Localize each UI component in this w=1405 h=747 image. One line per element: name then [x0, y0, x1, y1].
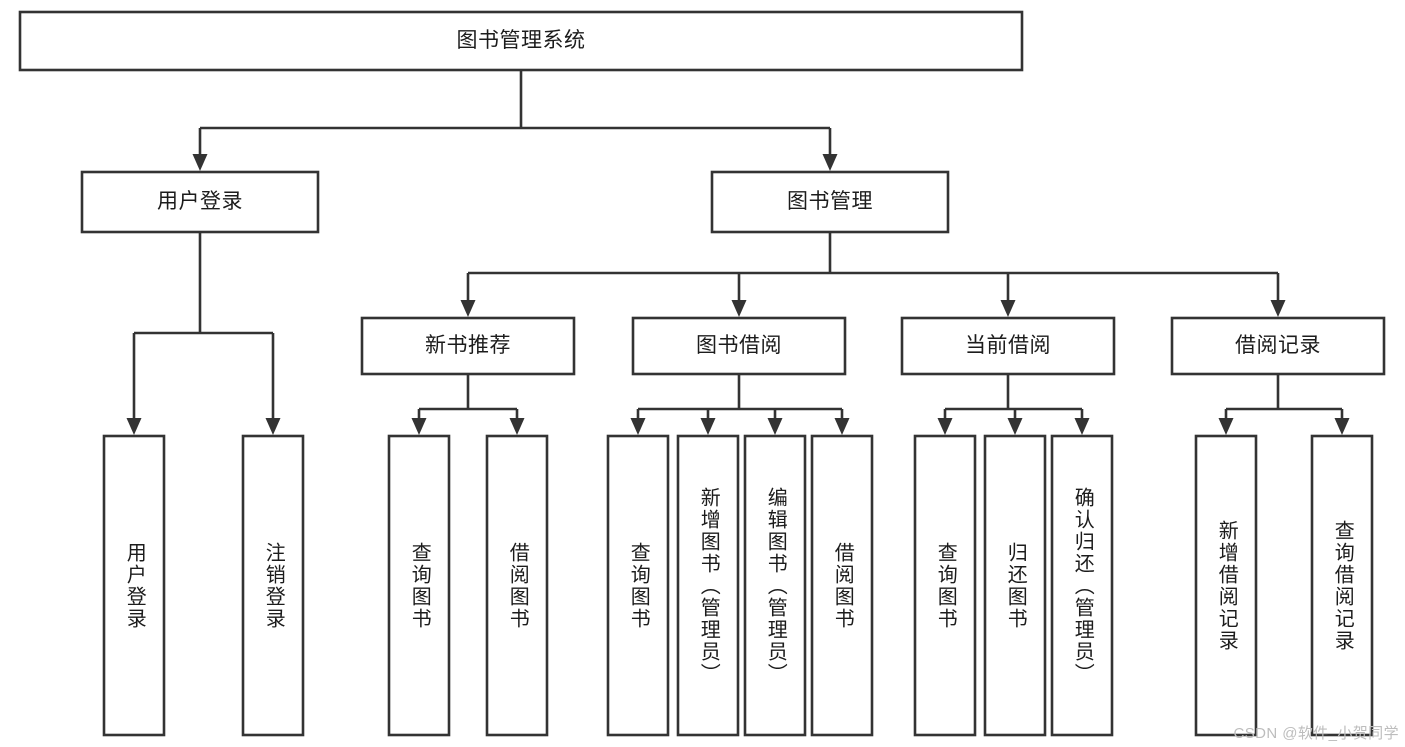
node-box-leaf-query-book-2[interactable] [606, 434, 670, 737]
node-box-leaf-add-book[interactable] [676, 434, 740, 737]
node-box-book-borrow[interactable] [631, 316, 847, 376]
node-box-layer [18, 10, 1386, 737]
arrow-head-icon [460, 300, 476, 317]
node-box-leaf-confirm-return[interactable] [1050, 434, 1114, 737]
arrow-head-icon [937, 418, 953, 435]
node-box-leaf-query-book-1[interactable] [387, 434, 451, 737]
arrow-head-icon [411, 418, 427, 435]
arrow-head-icon [192, 154, 208, 171]
node-box-user-login[interactable] [80, 170, 320, 234]
arrow-head-icon [731, 300, 747, 317]
connector-group-book-borrow [630, 374, 850, 435]
arrow-head-icon [126, 418, 142, 435]
connector-group-root [192, 70, 838, 171]
arrow-head-icon [265, 418, 281, 435]
node-box-leaf-return-book[interactable] [983, 434, 1047, 737]
node-box-current-borrow[interactable] [900, 316, 1116, 376]
arrow-head-icon [630, 418, 646, 435]
node-box-leaf-borrow-book-2[interactable] [810, 434, 874, 737]
arrow-head-icon [1270, 300, 1286, 317]
connector-group-user-login [126, 232, 281, 435]
connector-group-borrow-record [1218, 374, 1350, 435]
connector-group-new-book-rec [411, 374, 525, 435]
node-box-leaf-add-record[interactable] [1194, 434, 1258, 737]
arrow-head-icon [509, 418, 525, 435]
arrow-head-icon [1218, 418, 1234, 435]
connector-group-book-manage [460, 232, 1286, 317]
arrow-head-icon [1074, 418, 1090, 435]
arrow-head-icon [834, 418, 850, 435]
arrow-head-icon [700, 418, 716, 435]
node-box-root[interactable] [18, 10, 1024, 72]
arrow-head-icon [767, 418, 783, 435]
arrow-head-icon [1000, 300, 1016, 317]
node-box-book-manage[interactable] [710, 170, 950, 234]
arrow-head-icon [822, 154, 838, 171]
connector-group-current-borrow [937, 374, 1090, 435]
node-box-leaf-edit-book[interactable] [743, 434, 807, 737]
arrow-head-icon [1007, 418, 1023, 435]
node-box-leaf-borrow-book-1[interactable] [485, 434, 549, 737]
node-box-leaf-user-login[interactable] [102, 434, 166, 737]
arrow-head-icon [1334, 418, 1350, 435]
node-box-leaf-query-record[interactable] [1310, 434, 1374, 737]
node-box-leaf-user-logout[interactable] [241, 434, 305, 737]
node-box-new-book-rec[interactable] [360, 316, 576, 376]
connector-layer [126, 70, 1350, 435]
node-box-leaf-query-book-3[interactable] [913, 434, 977, 737]
node-box-borrow-record[interactable] [1170, 316, 1386, 376]
